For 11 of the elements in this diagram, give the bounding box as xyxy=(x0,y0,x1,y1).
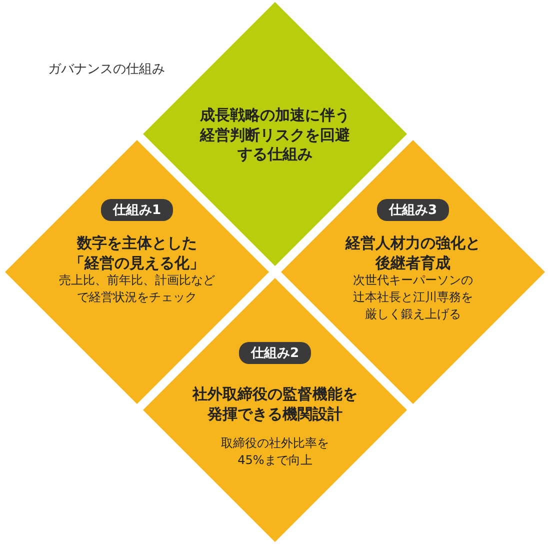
diamond-heading: 経営人材力の強化と後継者育成 xyxy=(344,234,482,273)
step-badge: 仕組み1 xyxy=(100,199,174,221)
diamond-description: 取締役の社外比率を45%まで向上 xyxy=(220,435,330,469)
diamond-heading: 成長戦略の加速に伴う経営判断リスクを回避する仕組み xyxy=(199,106,351,164)
diamond-heading: 社外取締役の監督機能を発揮できる機関設計 xyxy=(192,385,358,424)
diamond-description: 次世代キーパーソンの辻本社長と江川専務を厳しく鍛え上げる xyxy=(352,272,474,322)
diamond-description: 売上比、前年比、計画比などで経営状況をチェック xyxy=(58,272,216,306)
diagram-title: ガバナンスの仕組み xyxy=(48,61,165,78)
diamond-heading: 数字を主体とした「経営の見える化」 xyxy=(68,234,206,273)
step-badge: 仕組み3 xyxy=(376,199,450,221)
step-badge: 仕組み2 xyxy=(238,342,312,364)
